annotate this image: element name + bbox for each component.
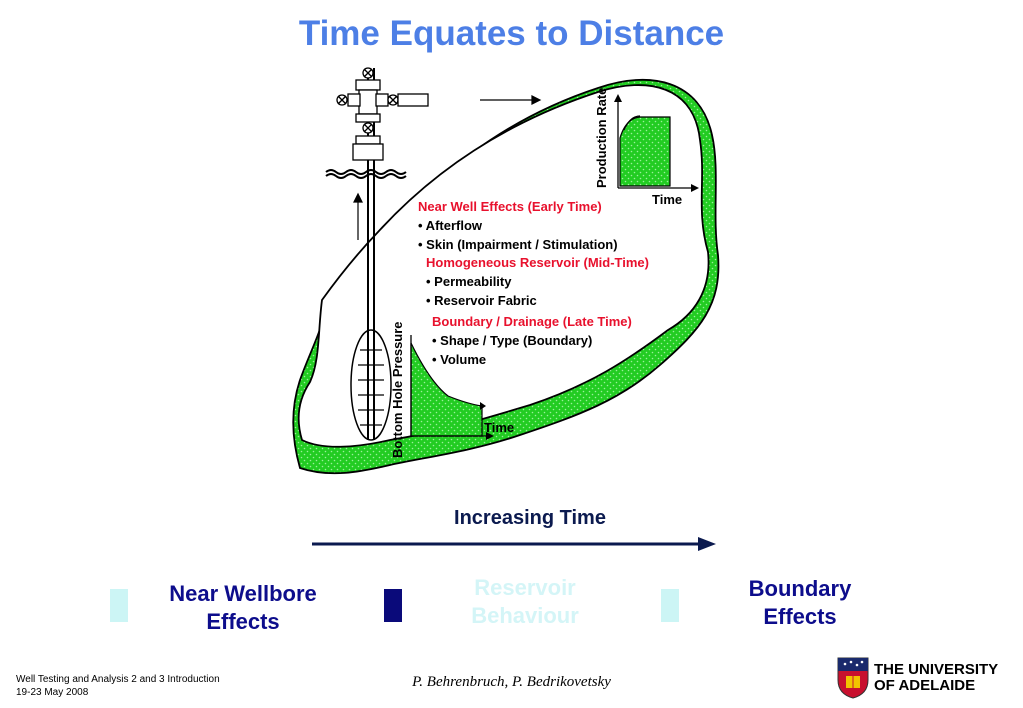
- near-wellbore-label: Near Wellbore Effects: [143, 580, 343, 636]
- reservoir-behaviour-marker: [384, 589, 402, 622]
- near-well-item: • Afterflow: [418, 218, 483, 233]
- homogeneous-item: • Permeability: [426, 274, 512, 289]
- homogeneous-item: • Reservoir Fabric: [426, 293, 537, 308]
- reservoir-interior: [297, 84, 710, 448]
- near-wellbore-marker: [110, 589, 128, 622]
- reservoir-behaviour-label-line2: Behaviour: [471, 603, 579, 628]
- production-rate-plot: Production Rate Time: [594, 88, 699, 207]
- university-name: THE UNIVERSITY OF ADELAIDE: [874, 662, 998, 694]
- boundary-item: • Shape / Type (Boundary): [432, 333, 592, 348]
- course-dates: 19-23 May 2008: [16, 687, 89, 698]
- production-time-xlabel: Time: [652, 192, 682, 207]
- boundary-effects-label-line2: Effects: [763, 604, 837, 629]
- near-well-item: • Skin (Impairment / Stimulation): [418, 237, 618, 252]
- course-footer: Well Testing and Analysis 2 and 3 Introd…: [16, 673, 220, 699]
- boundary-item: • Volume: [432, 352, 486, 367]
- boundary-effects-marker: [661, 589, 679, 622]
- increasing-time-arrow: [312, 537, 716, 551]
- near-wellbore-label-line1: Near Wellbore: [169, 581, 317, 606]
- bottom-hole-pressure-ylabel: Bottom Hole Pressure: [390, 321, 405, 458]
- boundary-effects-label: Boundary Effects: [700, 575, 900, 631]
- pressure-time-xlabel: Time: [484, 420, 514, 435]
- university-name-line1: THE UNIVERSITY: [874, 661, 999, 678]
- authors-footer: P. Behrenbruch, P. Bedrikovetsky: [412, 674, 611, 690]
- boundary-effects-label-line1: Boundary: [748, 576, 852, 601]
- near-well-heading: Near Well Effects (Early Time): [418, 199, 602, 214]
- production-rate-ylabel: Production Rate: [594, 88, 609, 188]
- near-wellbore-label-line2: Effects: [206, 609, 280, 634]
- university-name-line2: OF ADELAIDE: [874, 677, 976, 694]
- reservoir-behaviour-label: Reservoir Behaviour: [425, 574, 625, 630]
- boundary-heading: Boundary / Drainage (Late Time): [432, 314, 632, 329]
- perforation-zone-icon: [350, 329, 392, 441]
- course-name: Well Testing and Analysis 2 and 3 Introd…: [16, 674, 220, 685]
- increasing-time-label: Increasing Time: [454, 507, 606, 529]
- reservoir-behaviour-label-line1: Reservoir: [474, 575, 576, 600]
- bottom-hole-pressure-plot: Bottom Hole Pressure Time: [390, 321, 514, 458]
- production-area: [619, 116, 671, 187]
- homogeneous-heading: Homogeneous Reservoir (Mid-Time): [426, 255, 649, 270]
- page-title: Time Equates to Distance: [298, 14, 725, 53]
- flow-arrow-right-icon: [480, 95, 542, 105]
- university-crest-icon: [837, 657, 869, 699]
- wellhead-icon: [325, 67, 429, 440]
- flow-arrow-up-icon: [353, 192, 363, 240]
